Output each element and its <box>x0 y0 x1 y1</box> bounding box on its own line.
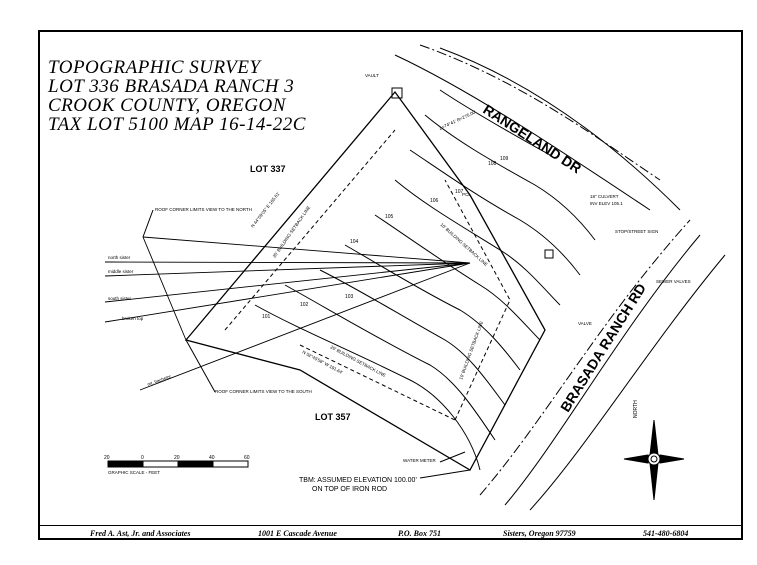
sewer-valves-label: SEWER VALVES <box>656 279 691 284</box>
road-edge <box>529 254 726 511</box>
road-edge <box>439 47 681 211</box>
view-note-north: ROOF CORNER LIMITS VIEW TO THE NORTH <box>155 207 252 212</box>
footer-city: Sisters, Oregon 97759 <box>503 529 576 538</box>
sight-line <box>104 262 471 303</box>
sight-line <box>104 262 471 323</box>
lot-boundary <box>184 90 546 471</box>
vault-symbol <box>544 249 554 259</box>
lot-337-label: LOT 337 <box>250 164 286 174</box>
footer-phone: 541-480-6804 <box>643 529 689 538</box>
contour-line <box>424 114 596 241</box>
title-line-3: CROOK COUNTY, OREGON <box>48 95 286 116</box>
sight-label-mt-bachelor: mt. bachelor <box>147 374 172 387</box>
vault-label: VAULT <box>365 73 379 78</box>
footer-firm: Fred A. Ast, Jr. and Associates <box>90 529 191 538</box>
road-edge <box>479 219 691 496</box>
north-label: NORTH <box>633 400 639 418</box>
leader <box>185 339 216 393</box>
sight-line <box>104 262 471 277</box>
tbm-line-1: TBM: ASSUMED ELEVATION 100.00' <box>299 477 417 484</box>
contour-label: 103 <box>345 294 354 300</box>
scale-tick: 20 <box>104 455 110 461</box>
contour-line <box>254 304 481 471</box>
sight-label-broken-top: broken top <box>122 316 144 321</box>
road-edge <box>394 54 651 211</box>
lot-357-label: LOT 357 <box>315 412 351 422</box>
culvert-elev-label: INV ELEV 105.1 <box>590 201 623 206</box>
sight-label-middle-sister: middle sister <box>108 269 134 274</box>
contour-line <box>439 89 551 156</box>
valve-label: VALVE <box>578 321 592 326</box>
contour-line <box>374 214 541 341</box>
title-line-2: LOT 336 BRASADA RANCH 3 <box>48 76 295 97</box>
contour-line <box>409 149 581 276</box>
footer-pobox: P.O. Box 751 <box>398 529 441 538</box>
setback-line <box>444 179 511 421</box>
contour-line <box>344 244 521 371</box>
view-limit-line <box>142 236 187 341</box>
scale-tick: 40 <box>209 455 215 461</box>
road-edge <box>419 44 661 181</box>
contour-line <box>284 284 496 441</box>
scale-tick: 0 <box>141 455 144 461</box>
scale-caption: GRAPHIC SCALE - FEET <box>108 470 160 475</box>
contour-label: 104 <box>350 239 359 245</box>
contour-label: 101 <box>262 314 271 320</box>
sight-label-north-sister: north sister <box>108 255 131 260</box>
contour-line <box>394 179 561 306</box>
view-note-south: ROOF CORNER LIMITS VIEW TO THE SOUTH <box>215 389 312 394</box>
road-edge <box>504 234 701 506</box>
vault-symbol <box>391 87 403 99</box>
contour-label: 105 <box>385 214 394 220</box>
bearing-north: N 44°09'05" E 165.61' <box>250 191 281 229</box>
setback-line <box>299 344 456 421</box>
setback-label: 10' BUILDING SETBACK LINE <box>458 320 484 380</box>
water-meter-label: WATER METER <box>403 458 436 463</box>
drawing-border <box>38 30 743 540</box>
scale-tick: 60 <box>244 455 250 461</box>
bearing-south: N 52°45'58" W 191.64' <box>302 349 344 375</box>
contour-label: 106 <box>430 198 439 204</box>
culvert-label: 18" CULVERT <box>590 194 619 199</box>
stop-sign-label: STOP/STREET SIGN <box>615 229 658 234</box>
title-block: TOPOGRAPHIC SURVEY LOT 336 BRASADA RANCH… <box>48 58 306 134</box>
graphic-scale <box>107 460 249 468</box>
pole-label: PCL <box>462 192 471 197</box>
sight-line <box>139 262 471 391</box>
sight-line <box>142 236 471 264</box>
footer-address: 1001 E Cascade Avenue <box>258 529 337 538</box>
leader <box>439 451 466 463</box>
north-arrow <box>623 419 685 501</box>
sight-line <box>104 261 471 264</box>
footer-rule <box>38 525 743 526</box>
setback-line <box>224 129 396 331</box>
brasada-road-label: BRASADA RANCH RD <box>557 281 649 415</box>
contour-line <box>319 269 506 406</box>
contour-label: 107 <box>455 189 464 195</box>
leader <box>419 469 471 479</box>
tbm-line-2: ON TOP OF IRON ROD <box>312 486 387 493</box>
sight-label-south-sister: south sister <box>108 296 132 301</box>
contour-label: 102 <box>300 302 309 308</box>
leader <box>142 209 154 238</box>
contour-label: 108 <box>488 161 497 167</box>
curve-data: Δ=74°41' R=275.00' <box>438 109 477 131</box>
title-line-4: TAX LOT 5100 MAP 16-14-22C <box>48 114 306 135</box>
scale-tick: 20 <box>174 455 180 461</box>
title-line-1: TOPOGRAPHIC SURVEY <box>48 57 261 78</box>
contour-label: 109 <box>500 156 509 162</box>
setback-label: 10' BUILDING SETBACK LINE <box>439 222 488 267</box>
